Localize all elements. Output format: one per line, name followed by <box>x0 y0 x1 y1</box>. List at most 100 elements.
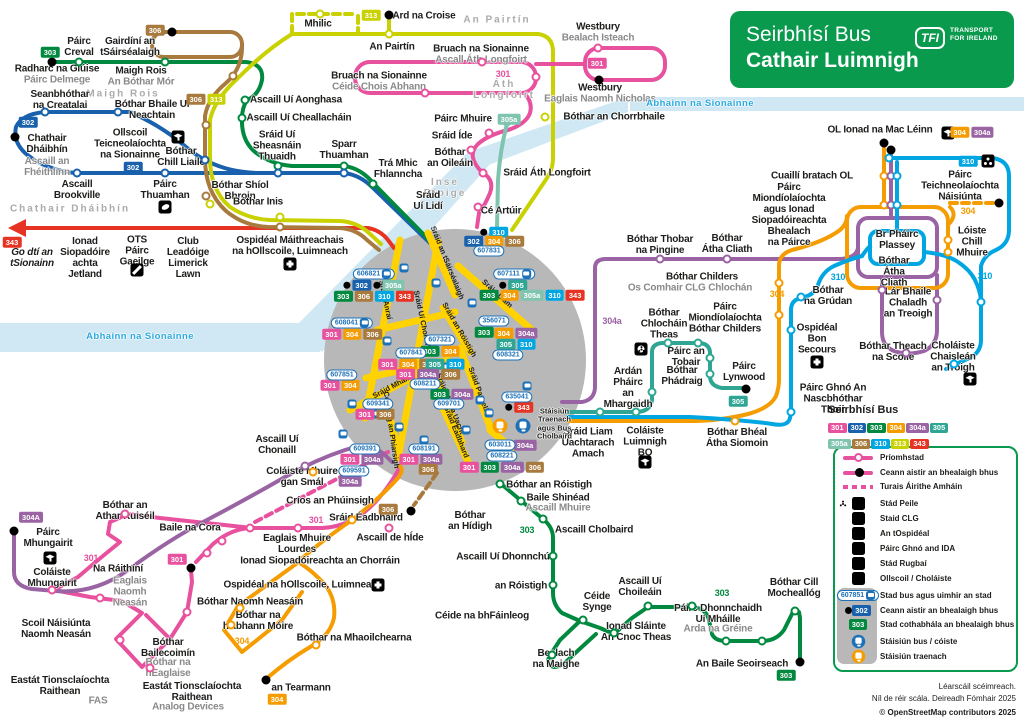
map-label: Lóiste Chill Mhuire <box>956 225 988 259</box>
map-label: Inse Ríoige <box>423 177 467 199</box>
route-305-line <box>563 341 746 414</box>
route-badge-310: 310 <box>446 358 465 370</box>
route-badge-302: 302 <box>847 422 867 433</box>
map-label: Stáisiún Traenach agus Bus Cholbaird <box>537 406 572 441</box>
map-label: Bealach na Maighe <box>532 648 580 670</box>
route-badge-343: 343 <box>910 438 929 449</box>
route-badge-row: 306 <box>145 24 165 36</box>
bus-stop-icon <box>382 336 392 346</box>
map-label: 301 <box>495 69 511 80</box>
map-label: Ionad Siopadóireachta an Chorráin <box>240 555 400 567</box>
stop-marker <box>293 523 303 533</box>
ollscoil-icon <box>638 455 652 469</box>
map-label: Bóthar Chlocháin Theas <box>640 307 688 341</box>
route-badge-303: 303 <box>40 46 60 58</box>
map-label: Bóthar Bailecoimín <box>141 637 195 659</box>
bus-station-icon <box>515 418 531 434</box>
stop-marker <box>95 593 105 603</box>
stop-marker <box>201 191 211 201</box>
map-label: OTS Páirc Gaeilge <box>119 234 155 268</box>
map-label: Sráid Áth Longfoirt <box>503 167 591 179</box>
route-313-line <box>208 12 555 246</box>
terminus-marker <box>886 145 896 155</box>
map-label: Club Leadóige Limerick Lawn <box>166 236 210 280</box>
ollscoil-icon <box>171 130 185 144</box>
legend-item-label: Turais Áirithe Amháin <box>880 482 963 491</box>
legend-item: An tOspidéal <box>836 527 929 540</box>
map-label: Baile Shinéad <box>526 492 590 504</box>
bus-stop-pill: 607851 <box>836 590 880 601</box>
map-label: Céide Synge <box>582 591 612 613</box>
route-badge-305: 305 <box>728 395 748 407</box>
map-label: Bóthar na Mhaoilchearna <box>296 632 412 644</box>
map-label: Ascaill de hÍde <box>356 532 424 544</box>
stop-marker <box>721 636 731 646</box>
map-label: Ospidéal Máithreachais na hOllscoile, Lu… <box>232 235 348 257</box>
rugbai-icon <box>158 200 172 214</box>
map-label: 301 <box>308 515 324 526</box>
bus-stop-icon <box>475 395 485 405</box>
terminus-dot <box>505 403 513 411</box>
legend-item-label: Ceann aistir an bhealaigh bhus <box>880 605 999 615</box>
map-label: Bóthar Phádraig <box>661 365 703 387</box>
terminus-marker <box>994 198 1004 208</box>
terminus-marker <box>186 563 196 573</box>
map-label: Bóthar Átha Cliath <box>701 233 753 255</box>
map-label: Arda na Gréine <box>683 623 753 635</box>
map-label: Coláiste Mhuire gan Smál <box>266 466 338 488</box>
map-label: an Róistigh <box>494 580 548 592</box>
map-label: Bóthar Átha Cliath <box>878 255 910 289</box>
route-badge-306: 306 <box>505 235 524 247</box>
bus-stop-number: 609341 <box>366 400 390 408</box>
map-label: Páirc Teichneolaíochta Náisiúnta <box>921 169 999 203</box>
route-badge-row: 304A <box>19 511 43 523</box>
route-badge-304: 304 <box>886 422 906 433</box>
map-label: OL Ionad na Mac Léinn <box>827 124 933 136</box>
ollscoil-icon <box>43 551 57 565</box>
route-badge-310: 310 <box>958 155 978 167</box>
stop-marker <box>200 155 210 165</box>
map-label: Bóthar Cill Mocheallóg <box>767 577 821 599</box>
stop-marker <box>47 585 57 595</box>
route-badge-301: 301 <box>167 553 187 565</box>
legend-item: Stád Peile <box>836 497 918 510</box>
stop-marker <box>205 199 215 209</box>
stop-marker <box>655 254 665 264</box>
credit-line2: Níl de réir scála. Deireadh Fómhair 2025 <box>871 693 1016 703</box>
map-label: Ascaill Mhuire <box>525 502 591 514</box>
map-label: An Baile Seoirseach <box>695 658 789 670</box>
map-label: Bruach na Sionainne <box>433 43 529 55</box>
terminus-marker <box>261 675 271 685</box>
map-label: Bóthar an Hídigh <box>448 510 492 532</box>
route-badge-306: 306 <box>418 463 438 475</box>
bus-stop-icon <box>394 422 404 432</box>
route-badge-304a: 304a <box>450 388 474 400</box>
map-label: Ardán Pháirc an Mhargaidh <box>603 366 653 410</box>
map-label: Páirc Thuamhan <box>140 179 190 201</box>
stop-marker <box>466 145 476 155</box>
main-stop-symbol <box>843 453 873 462</box>
bus-stop-icon <box>419 435 429 445</box>
map-label: Ionad Siopadóire achta Jetland <box>60 236 110 280</box>
map-label: Mhilic <box>304 18 332 30</box>
bus-stop-number: 608321 <box>496 351 520 359</box>
map-label: Bóthar Naomh Neasáin <box>196 596 304 608</box>
route-badge-305: 305 <box>508 279 527 291</box>
map-label: Chathair Dháibhín <box>9 203 131 215</box>
route-badge-304: 304 <box>500 289 519 301</box>
bus-stop-number: 606821 <box>356 270 381 278</box>
bus-stop-number: 608221 <box>490 452 514 460</box>
terminus-marker <box>167 27 177 37</box>
map-label: Abhainn na Sionainne <box>646 97 754 109</box>
legend-item-label: Príomhstad <box>880 453 925 462</box>
bus-stop-icon <box>347 399 357 409</box>
route-badge-row: 305 <box>728 395 748 407</box>
stop-marker <box>578 615 588 625</box>
stop-marker <box>120 509 130 519</box>
route-badge-303: 303 <box>420 345 439 357</box>
